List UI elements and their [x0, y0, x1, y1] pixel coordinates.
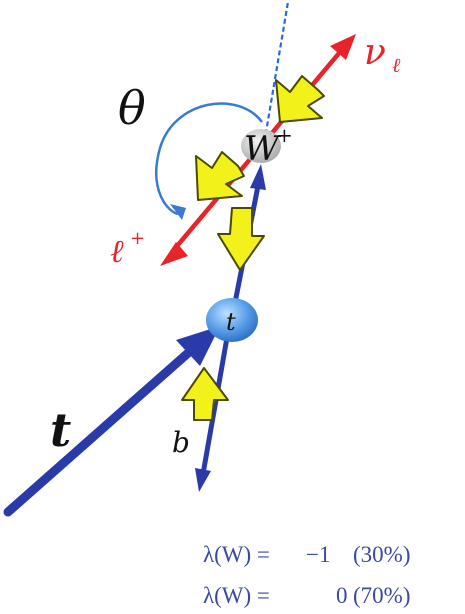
lepton-arrowhead [160, 242, 188, 266]
lepton-label: ℓ [110, 232, 124, 270]
spin-arrow-lepton [196, 152, 244, 200]
helicity-line-1: λ(W) = −1 (30%) [203, 542, 410, 567]
helicity-value: −1 [306, 542, 330, 567]
helicity-fraction: (30%) [353, 542, 410, 567]
neutrino-label: ν [364, 32, 386, 73]
helicity-lhs: λ(W) = [203, 583, 270, 608]
theta-label: θ [118, 81, 146, 135]
helicity-fraction: (70%) [353, 583, 410, 608]
neutrino-subscript: ℓ [392, 53, 401, 77]
top-vertex-label: t [226, 308, 236, 336]
w-charge-label: + [276, 123, 293, 147]
incoming-top-arrow [8, 326, 220, 512]
bottom-quark-label: b [172, 426, 190, 459]
spin-arrow-top [218, 208, 264, 270]
lepton-charge: + [130, 228, 145, 249]
block-arrow-icon [182, 76, 324, 420]
top-quark-label: t [50, 403, 71, 457]
helicity-lhs: λ(W) = [203, 542, 270, 567]
helicity-line-2: λ(W) = 0 (70%) [203, 583, 410, 608]
helicity-value: 0 [336, 583, 348, 608]
